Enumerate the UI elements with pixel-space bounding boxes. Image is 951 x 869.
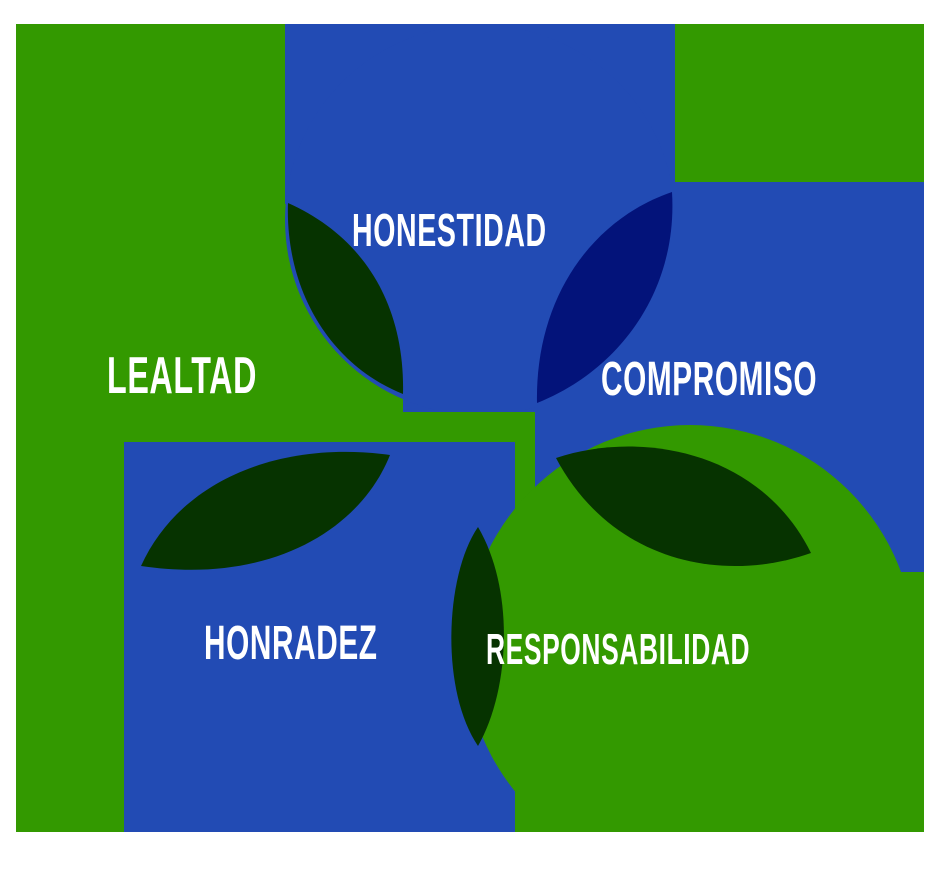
label-compromiso: COMPROMISO (601, 353, 818, 406)
lens-honestidad-compromiso (536, 192, 673, 403)
lens-honradez-responsabilidad (451, 527, 504, 746)
responsabilidad-block (465, 425, 924, 832)
label-honestidad: HONESTIDAD (352, 204, 547, 256)
lens-lealtad-honestidad (287, 203, 404, 394)
label-responsabilidad: RESPONSABILIDAD (486, 625, 751, 674)
center-green-bar (403, 412, 515, 442)
label-lealtad: LEALTAD (107, 347, 257, 405)
label-honradez: HONRADEZ (204, 617, 378, 670)
lens-compromiso-responsabilidad (556, 446, 811, 567)
top-right-green-block (675, 24, 924, 182)
lens-lealtad-honradez (141, 451, 390, 570)
